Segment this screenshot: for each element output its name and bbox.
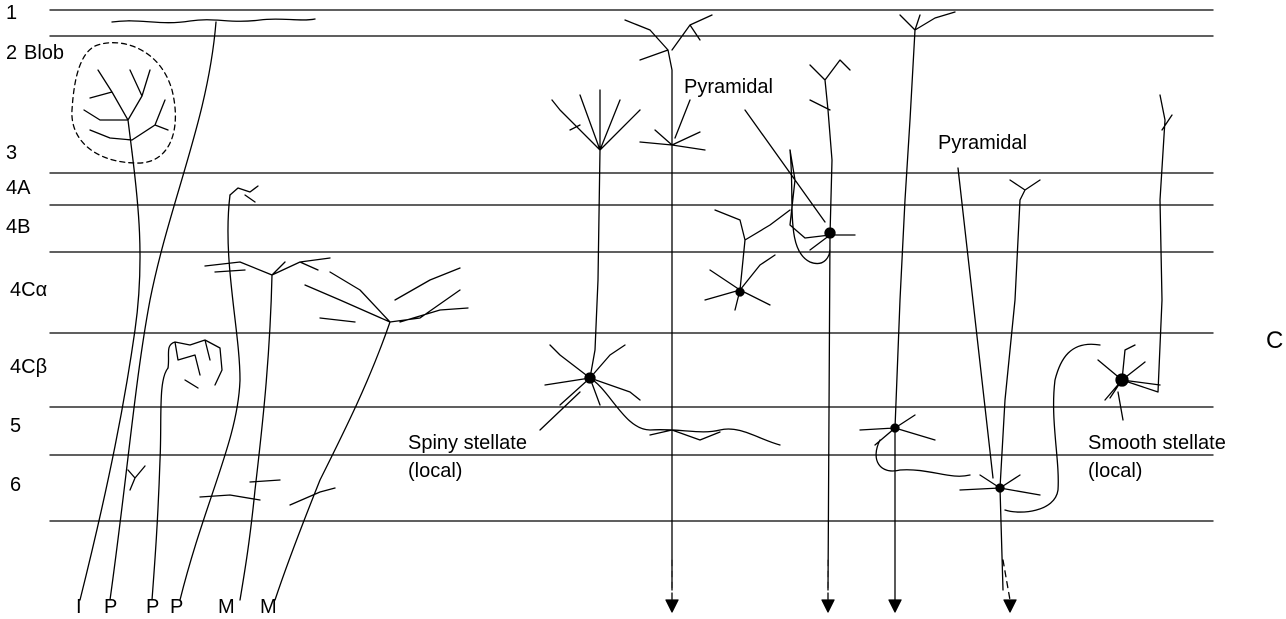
layer6-axon-dashed bbox=[1003, 560, 1010, 600]
pyramidal-2-loop bbox=[790, 150, 830, 264]
afferent-M1-arbor bbox=[205, 258, 330, 275]
afferent-M2-arbor bbox=[305, 268, 468, 322]
layer-label-5: 5 bbox=[10, 415, 21, 437]
edge-letter: C bbox=[1266, 330, 1283, 352]
pyramidal-cell-1 bbox=[625, 15, 720, 612]
afferent-I bbox=[80, 152, 140, 600]
small-stellate-cell bbox=[705, 210, 790, 310]
spiny-stellate-note: (local) bbox=[408, 460, 462, 482]
blob-label: Blob bbox=[24, 42, 64, 64]
afferent-label-P3: P bbox=[170, 596, 183, 618]
layer6-arrow bbox=[1004, 600, 1016, 612]
layer5-apical-tuft bbox=[900, 12, 955, 30]
afferent-P1-branch bbox=[128, 466, 145, 490]
smooth-stellate-dendrites bbox=[1098, 345, 1160, 400]
layer5-side bbox=[876, 440, 970, 476]
layer-label-6: 6 bbox=[10, 474, 21, 496]
afferent-label-P1: P bbox=[104, 596, 117, 618]
smooth-stellate-note: (local) bbox=[1088, 460, 1142, 482]
layer-label-4a: 4A bbox=[6, 177, 30, 199]
pyramidal-2-arrow bbox=[822, 600, 834, 612]
pyramidal-cell-layer5 bbox=[860, 12, 970, 612]
pyramidal-label-2: Pyramidal bbox=[938, 132, 1027, 154]
blob-outline bbox=[72, 43, 176, 163]
spiny-stellate-tuft bbox=[552, 90, 640, 150]
layer1-fiber bbox=[112, 19, 315, 23]
spiny-stellate-apical bbox=[590, 150, 600, 378]
afferent-label-I: I bbox=[76, 596, 82, 618]
layer-label-1: 1 bbox=[6, 2, 17, 24]
afferent-label-M2: M bbox=[260, 596, 277, 618]
afferent-M2 bbox=[275, 322, 390, 600]
layer-label-4ca: 4Cα bbox=[10, 279, 47, 301]
spiny-stellate-label-pointer bbox=[540, 392, 580, 430]
layer-label-3: 3 bbox=[6, 142, 17, 164]
blob bbox=[72, 43, 176, 163]
pyramidal-1-label-pointer bbox=[675, 100, 690, 138]
afferent-label-M1: M bbox=[218, 596, 235, 618]
afferent-P3 bbox=[180, 195, 240, 600]
layer-label-4cb: 4Cβ bbox=[10, 356, 47, 378]
pyramidal-cell-layer6 bbox=[958, 168, 1040, 612]
afferent-fibers bbox=[80, 22, 468, 600]
spiny-stellate-soma bbox=[585, 373, 595, 383]
layer5-arrow bbox=[889, 600, 901, 612]
layer6-axon bbox=[1000, 488, 1003, 590]
smooth-stellate-label: Smooth stellate bbox=[1088, 432, 1226, 454]
pyramidal-1-arrow bbox=[666, 600, 678, 612]
pyramidal-cell-2 bbox=[745, 60, 855, 612]
afferent-M1 bbox=[240, 275, 272, 600]
spiny-stellate-label: Spiny stellate bbox=[408, 432, 527, 454]
afferent-P1 bbox=[110, 22, 216, 600]
layer6-apical bbox=[1000, 180, 1040, 488]
pyramidal-2-basal bbox=[790, 150, 855, 250]
smooth-stellate-label-pointer bbox=[1118, 392, 1123, 420]
afferent-P3-tuft bbox=[230, 186, 258, 202]
layer6-label-pointer bbox=[958, 168, 993, 478]
blob-arbor bbox=[84, 70, 168, 152]
layer-label-4b: 4B bbox=[6, 216, 30, 238]
layer-label-2: 2 bbox=[6, 42, 17, 64]
layer5-apical bbox=[895, 15, 920, 428]
pyramidal-2-axon bbox=[828, 235, 830, 590]
pyramidal-label-1: Pyramidal bbox=[684, 76, 773, 98]
smooth-stellate-axon-loop bbox=[1005, 344, 1100, 512]
afferent-label-P2: P bbox=[146, 596, 159, 618]
layer-boundaries bbox=[50, 10, 1213, 521]
afferent-P2-arbor bbox=[168, 340, 222, 388]
afferent-P2 bbox=[152, 368, 168, 600]
